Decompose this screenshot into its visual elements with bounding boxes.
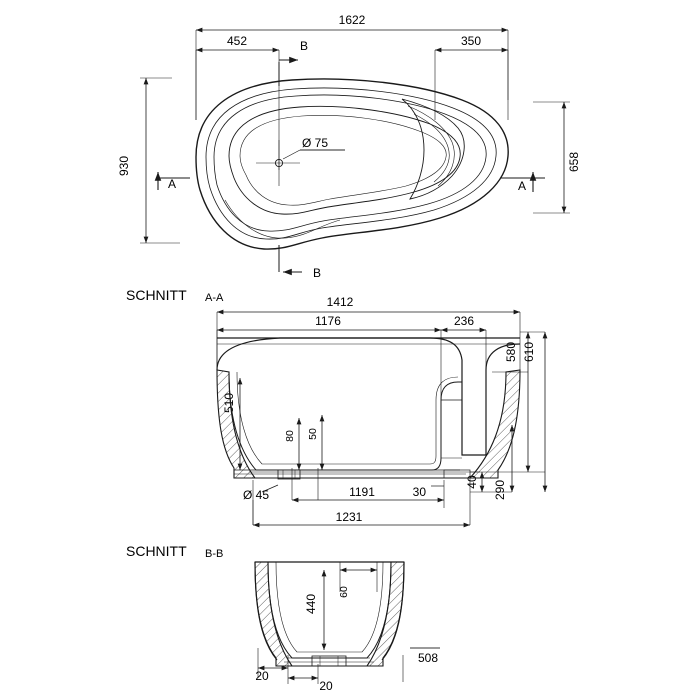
section-mark-b-top-label: B <box>300 39 308 53</box>
dim-1231: 1231 <box>253 510 470 528</box>
dim-236-label: 236 <box>454 314 474 328</box>
dim-930-label: 930 <box>117 156 131 176</box>
section-aa-inner-profile2 <box>236 371 459 465</box>
section-aa-inner-profile <box>228 371 462 471</box>
section-aa-right-detail <box>443 469 471 479</box>
dim-80: 80 <box>284 418 302 470</box>
section-aa-group: SCHNITT A-A 1412 1176 <box>126 287 548 528</box>
tub-outline-3 <box>213 94 487 232</box>
dim-30: 30 <box>413 485 444 499</box>
section-mark-b-top: B <box>278 39 308 86</box>
drain-circle <box>274 158 284 168</box>
tub-outline-2 <box>205 87 497 240</box>
dim-1191-label: 1191 <box>349 485 375 499</box>
dim-452: 452 <box>196 34 279 53</box>
tub-bottom-contour <box>224 199 341 239</box>
dim-dia75: Ø 75 <box>282 136 345 160</box>
section-mark-a-right-label: A <box>518 179 526 193</box>
section-mark-a-left-label: A <box>168 177 176 191</box>
section-aa-right-wall <box>468 369 521 479</box>
dim-20-bottom-label: 20 <box>319 679 333 693</box>
dim-508-label: 508 <box>418 651 438 665</box>
section-bb-inner2 <box>275 561 384 653</box>
section-aa-subtitle: A-A <box>205 292 224 304</box>
tub-outer-outline <box>195 78 509 250</box>
dim-50-label: 50 <box>307 428 319 440</box>
dim-50: 50 <box>307 415 325 470</box>
dim-1191: 1191 <box>292 485 444 503</box>
section-mark-b-bottom-label: B <box>313 266 321 280</box>
dim-dia45: Ø 45 <box>243 484 279 502</box>
section-mark-a-left: A <box>154 172 190 191</box>
section-aa-base-lines <box>234 469 480 479</box>
dim-610-label: 610 <box>522 342 536 362</box>
section-aa-drain-detail <box>277 469 301 480</box>
drain-center-marks <box>256 140 300 186</box>
dim-580: 580 <box>504 332 531 472</box>
dim-658: 658 <box>561 102 581 213</box>
dim-60-label: 60 <box>338 586 350 598</box>
dim-440-label: 440 <box>304 594 318 614</box>
dim-1622: 1622 <box>196 13 508 33</box>
dim-508: 508 <box>410 647 440 665</box>
dim-20-left-label: 20 <box>255 669 269 683</box>
dim-1176: 1176 <box>217 314 441 333</box>
dim-1622-label: 1622 <box>339 13 366 27</box>
tub-basin-outline <box>228 105 461 215</box>
dim-580-label: 580 <box>504 342 518 362</box>
dim-350: 350 <box>435 34 508 53</box>
section-bb-title: SCHNITT <box>126 543 187 559</box>
section-bb-outer-right <box>381 561 405 661</box>
section-aa-title: SCHNITT <box>126 287 187 303</box>
dim-290-label: 290 <box>493 480 507 500</box>
dim-452-label: 452 <box>227 34 247 48</box>
tub-backrest-line-2 <box>413 113 450 183</box>
dim-350-label: 350 <box>461 34 481 48</box>
section-bb-subtitle: B-B <box>205 548 223 560</box>
dim-dia45-label: Ø 45 <box>243 488 269 502</box>
dim-658-label: 658 <box>567 152 581 172</box>
dim-440: 440 <box>304 570 327 650</box>
section-bb-outer-left <box>254 561 278 661</box>
dim-30-label: 30 <box>413 485 427 499</box>
dim-610: 610 <box>522 332 548 492</box>
dim-60: 60 <box>338 567 377 598</box>
dim-930: 930 <box>117 78 149 243</box>
tub-backrest-line-1 <box>407 105 455 187</box>
dim-1176-label: 1176 <box>315 314 341 328</box>
section-aa-profile-outer <box>216 337 521 456</box>
section-bb-group: SCHNITT B-B 60 440 20 <box>126 543 440 693</box>
dim-236: 236 <box>441 314 486 333</box>
dim-20-left: 20 <box>255 665 288 683</box>
dim-20-bottom: 20 <box>288 675 333 693</box>
dim-1231-label: 1231 <box>336 510 363 524</box>
section-mark-a-right: A <box>500 172 545 193</box>
section-mark-b-bottom: B <box>278 245 321 280</box>
section-bb-base <box>276 655 383 667</box>
dim-1412: 1412 <box>217 295 520 315</box>
dim-dia75-label: Ø 75 <box>302 136 328 150</box>
tub-basin-inner <box>239 115 447 206</box>
tub-backrest <box>401 98 465 200</box>
section-bb-inner <box>267 561 392 659</box>
dim-80-label: 80 <box>284 430 296 442</box>
section-bb-drain-box <box>311 655 347 667</box>
top-view-group: 1622 452 350 930 658 <box>117 13 581 280</box>
dim-1412-label: 1412 <box>327 295 354 309</box>
